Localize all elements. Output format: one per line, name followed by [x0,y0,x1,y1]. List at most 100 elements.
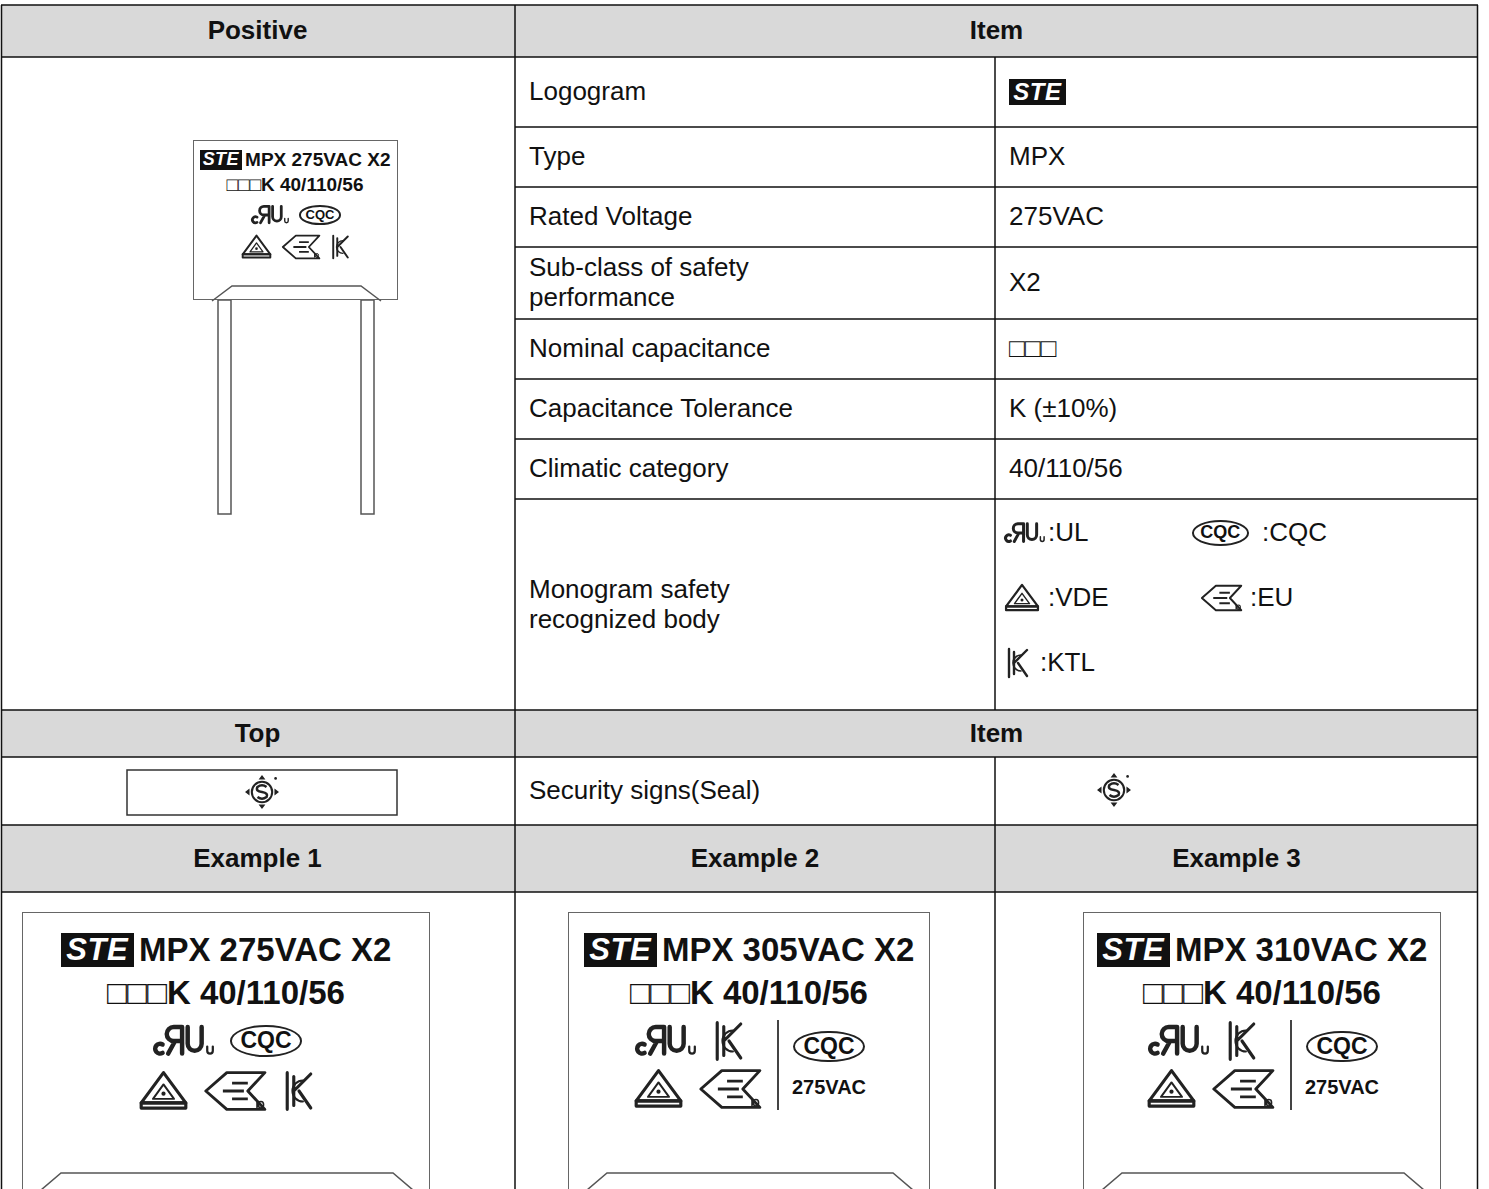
seal-mark-part [245,775,279,809]
ul-mark-part [273,206,282,221]
cell-text: :EU [1250,583,1293,613]
ul-mark [150,1020,217,1062]
marking-row [240,234,351,260]
vde-mark [1145,1068,1198,1110]
cell-text: □□□ [1009,334,1056,364]
table-cell: Positive [0,5,515,57]
cell-text: :KTL [1040,648,1095,678]
header-text: Top [235,719,281,749]
table-cell: Climatic category [515,439,995,499]
vde-mark-part [636,1101,681,1106]
cell-text: Sub-class of safety performance [529,253,809,313]
marking-text: MPX 275VAC X2 [245,149,390,171]
en-mark-part [257,1102,264,1109]
table-cell: MPX [995,127,1478,187]
grid-lines [1,5,1478,892]
top-face [127,770,397,815]
cqc-mark: CQC [230,1025,301,1057]
vde-mark-part [648,1082,669,1096]
marking-text: □□□K 40/110/56 [227,174,364,196]
table-cell: Top [0,710,515,757]
vde-mark-part [242,254,270,257]
table-cell: Monogram safety recognized body [515,499,995,710]
marking-row: STEMPX 310VAC X2 [1097,931,1428,969]
table-cell: :KTL [1040,643,1190,683]
marking-text: MPX 310VAC X2 [1175,931,1428,969]
marking-row: □□□K 40/110/56 [107,974,345,1012]
kc-mark-part [1230,1023,1254,1060]
seal-mark-part [257,785,267,799]
kc-mark-part [1013,655,1021,671]
vde-mark [632,1068,685,1110]
cell-text: X2 [1009,268,1041,298]
capacitor-lead [218,300,231,514]
en-mark-part [282,236,319,259]
kc-mark [1005,647,1031,679]
en-mark-part [205,1073,264,1110]
cell-text: Nominal capacitance [529,334,770,364]
vde-mark-part [636,1071,681,1101]
kc-mark-part [1230,1023,1254,1060]
en-mark [1200,584,1244,612]
vde-mark-part [1015,593,1030,603]
en-mark-part [1202,586,1241,611]
marking-text: □□□K 40/110/56 [107,974,345,1012]
marking-text: □□□K 40/110/56 [630,974,868,1012]
marking-col [1145,1020,1277,1110]
cqc-mark: CQC [1192,520,1249,546]
cqc-mark: CQC [299,205,341,225]
vde-mark-part [242,236,270,258]
en-mark [698,1068,764,1110]
cell-text: :CQC [1262,518,1327,548]
en-mark-part [701,1071,760,1108]
header-text: Item [970,16,1023,46]
ul-mark-part [252,206,288,222]
ul-mark-part [167,1027,182,1054]
ul-mark-part [285,218,288,222]
vde-mark [240,234,273,260]
capacitor-leads [218,300,374,514]
table-cell: CQC [1192,513,1256,553]
marking-text: 275VAC [1305,1076,1379,1099]
en-mark-part [718,1081,743,1097]
ul-mark-part [1202,1047,1208,1054]
kc-mark-part [722,1031,732,1052]
table-cell: 40/110/56 [995,439,1478,499]
header-text: Positive [208,16,308,46]
marking-col: CQC275VAC [1290,1020,1379,1110]
ul-mark-part [252,217,257,223]
vde-mark-part [161,1092,165,1096]
seal-mark-part [274,777,277,780]
logogram: STE [1009,79,1066,105]
vde-mark-part [1161,1082,1182,1096]
ul-mark-part [208,1047,214,1054]
vde-mark-part [153,1084,174,1098]
marking-text: □□□K 40/110/56 [1143,974,1381,1012]
en-mark-part [701,1071,760,1108]
vde-mark-part [141,1103,186,1108]
en-mark-part [222,1083,247,1099]
body-base-line-part [1102,1173,1424,1189]
logogram: STE [61,933,134,967]
vde-mark-part [1169,1090,1173,1094]
table-cell: X2 [995,247,1478,319]
en-mark-part [1236,605,1240,609]
header-text: Example 3 [1172,844,1301,874]
cell-text: Security signs(Seal) [529,776,760,806]
seal-mark-part [1109,783,1119,797]
marking-text: MPX 305VAC X2 [662,931,915,969]
en-mark [1211,1068,1277,1110]
kc-mark [330,234,351,260]
table-cell: :EU [1250,578,1400,618]
header-fill [1,710,1478,757]
ul-mark [1002,519,1047,547]
marking: STEMPX 310VAC X2 □□□K 40/110/56CQC275VAC [1084,913,1440,1110]
kc-mark [282,1070,316,1112]
cell-text: K (±10%) [1009,394,1117,424]
table-cell: :CQC [1262,513,1412,553]
marking: STEMPX 275VAC X2 □□□K 40/110/56CQC [194,141,397,260]
seal-mark [1097,773,1131,807]
table-cell: Type [515,127,995,187]
table-cell: Security signs(Seal) [515,757,995,825]
marking-row: STEMPX 275VAC X2 [200,149,391,171]
